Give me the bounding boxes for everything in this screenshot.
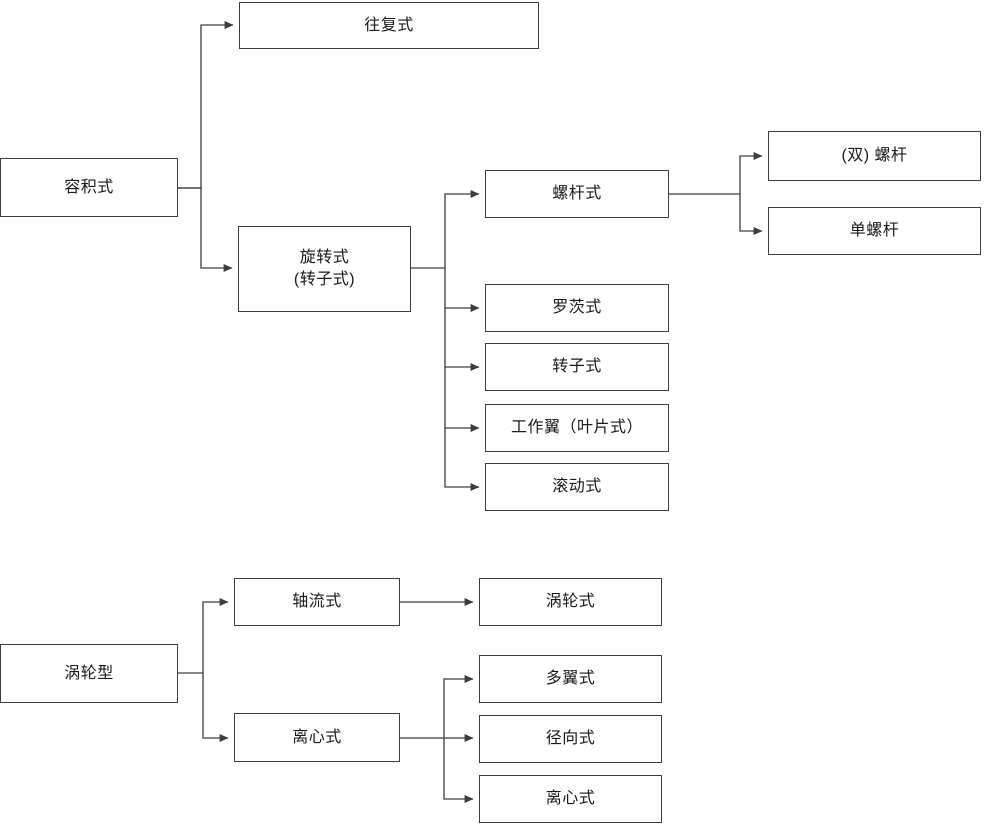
node-label-rotary: 旋转式 (转子式)	[293, 249, 356, 288]
connector-turbine-type-to-axial	[178, 598, 229, 674]
node-label-centrifugal: 离心式	[292, 728, 342, 746]
node-label-rotor: 转子式	[552, 358, 602, 376]
node-label-scroll: 滚动式	[552, 478, 602, 496]
node-single-screw[interactable]: 单螺杆	[768, 207, 981, 255]
node-label-reciprocating: 往复式	[364, 16, 414, 34]
node-centrifugal[interactable]: 离心式	[234, 713, 400, 762]
node-label-single-screw: 单螺杆	[849, 222, 900, 240]
connector-rotary-to-vane	[444, 367, 480, 432]
node-scroll[interactable]: 滚动式	[485, 463, 669, 511]
node-label-multi-vane: 多翼式	[545, 670, 596, 688]
node-turbine[interactable]: 涡轮式	[479, 578, 662, 626]
connector-turbine-type-to-centrifugal	[202, 673, 229, 742]
node-vane[interactable]: 工作翼（叶片式）	[485, 404, 669, 452]
node-rotor[interactable]: 转子式	[485, 343, 669, 391]
connector-screw-to-single-screw	[739, 194, 763, 235]
node-label-screw: 螺杆式	[552, 185, 602, 203]
node-multi-vane[interactable]: 多翼式	[479, 655, 662, 703]
node-label-vane: 工作翼（叶片式）	[510, 419, 643, 437]
connector-centrifugal-to-centrifugal-leaf	[443, 738, 474, 803]
node-centrifugal-leaf[interactable]: 离心式	[479, 775, 662, 823]
connector-screw-to-twin-screw	[669, 152, 763, 195]
node-label-radial: 径向式	[545, 730, 596, 748]
node-twin-screw[interactable]: (双) 螺杆	[768, 131, 981, 181]
node-roots[interactable]: 罗茨式	[485, 284, 669, 332]
node-rotary[interactable]: 旋转式 (转子式)	[238, 226, 411, 312]
connector-centrifugal-to-multi-vane	[443, 675, 474, 738]
node-turbine-type[interactable]: 涡轮型	[0, 644, 178, 703]
node-label-roots: 罗茨式	[552, 299, 602, 317]
connector-volumetric-to-rotary	[178, 187, 233, 272]
connector-rotary-to-roots	[444, 268, 480, 312]
node-radial[interactable]: 径向式	[479, 715, 662, 763]
node-axial[interactable]: 轴流式	[234, 578, 400, 626]
node-volumetric[interactable]: 容积式	[0, 158, 178, 217]
node-label-axial: 轴流式	[292, 593, 342, 611]
connector-rotary-to-rotor	[444, 308, 480, 371]
node-label-turbine: 涡轮式	[545, 593, 596, 611]
node-label-centrifugal-leaf: 离心式	[545, 790, 596, 808]
connector-volumetric-to-reciprocating	[178, 21, 234, 189]
edges	[178, 21, 763, 803]
connector-rotary-to-screw	[411, 190, 480, 269]
node-reciprocating[interactable]: 往复式	[239, 2, 539, 49]
node-screw[interactable]: 螺杆式	[485, 170, 669, 218]
node-label-twin-screw: (双) 螺杆	[841, 147, 908, 165]
connector-rotary-to-scroll	[444, 428, 480, 491]
node-label-turbine-type: 涡轮型	[64, 664, 114, 682]
node-label-volumetric: 容积式	[64, 178, 114, 196]
